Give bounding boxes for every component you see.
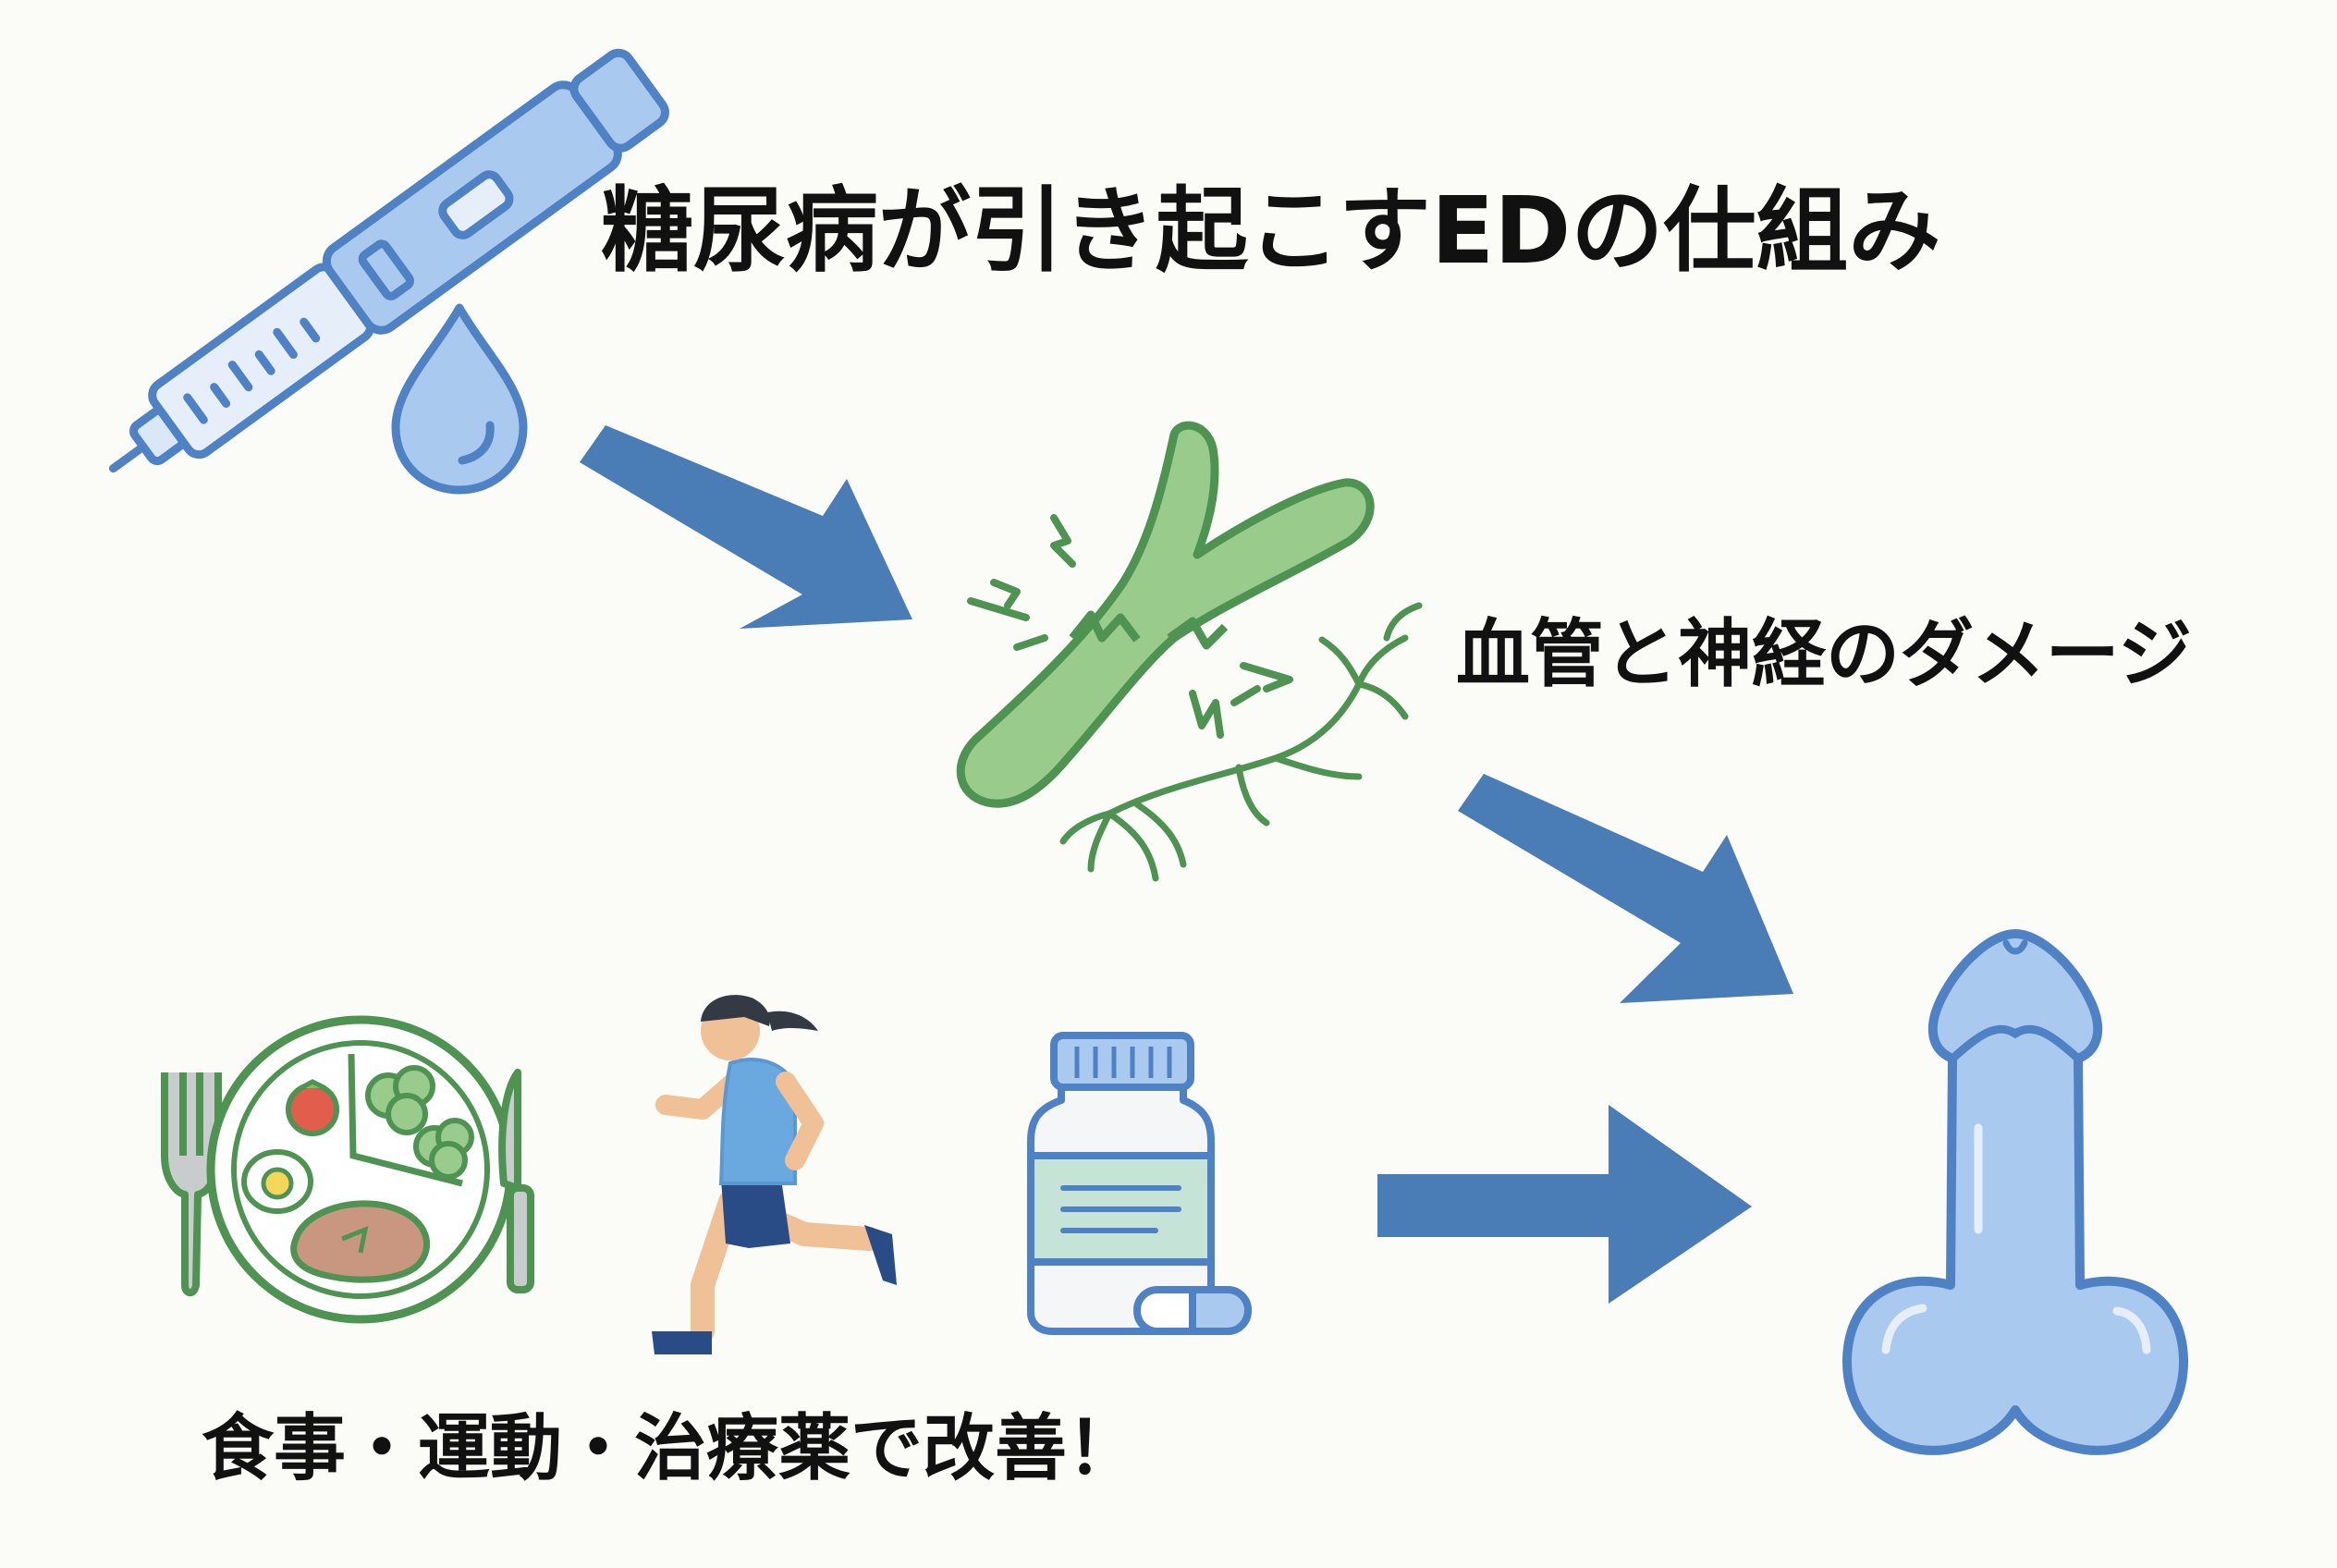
penis-icon (1841, 929, 2189, 1455)
medicine-bottle-icon (1027, 1032, 1215, 1335)
healthy-plate-icon (206, 1015, 515, 1324)
arrow-to-vessel (580, 425, 912, 629)
arrow-from-improvements (1377, 1105, 1752, 1304)
vessel-nerve-damage-label: 血管と神経のダメージ (1456, 611, 2192, 697)
runner-icon (652, 995, 897, 1354)
damaged-vessel-icon (956, 421, 1375, 808)
arrow-to-penis (1458, 774, 1793, 1003)
blood-drop-icon (391, 303, 528, 495)
knife-icon (498, 1069, 534, 1293)
improvement-label: 食事・運動・治療薬で改善！ (202, 1407, 1140, 1490)
capsule-icon (1133, 1286, 1252, 1335)
insulin-pen-icon (109, 48, 669, 473)
nerve-icon (1059, 602, 1423, 882)
diagram-title: 糖尿病が引き起こすEDの仕組み (601, 177, 1941, 285)
fork-icon (161, 1072, 222, 1297)
